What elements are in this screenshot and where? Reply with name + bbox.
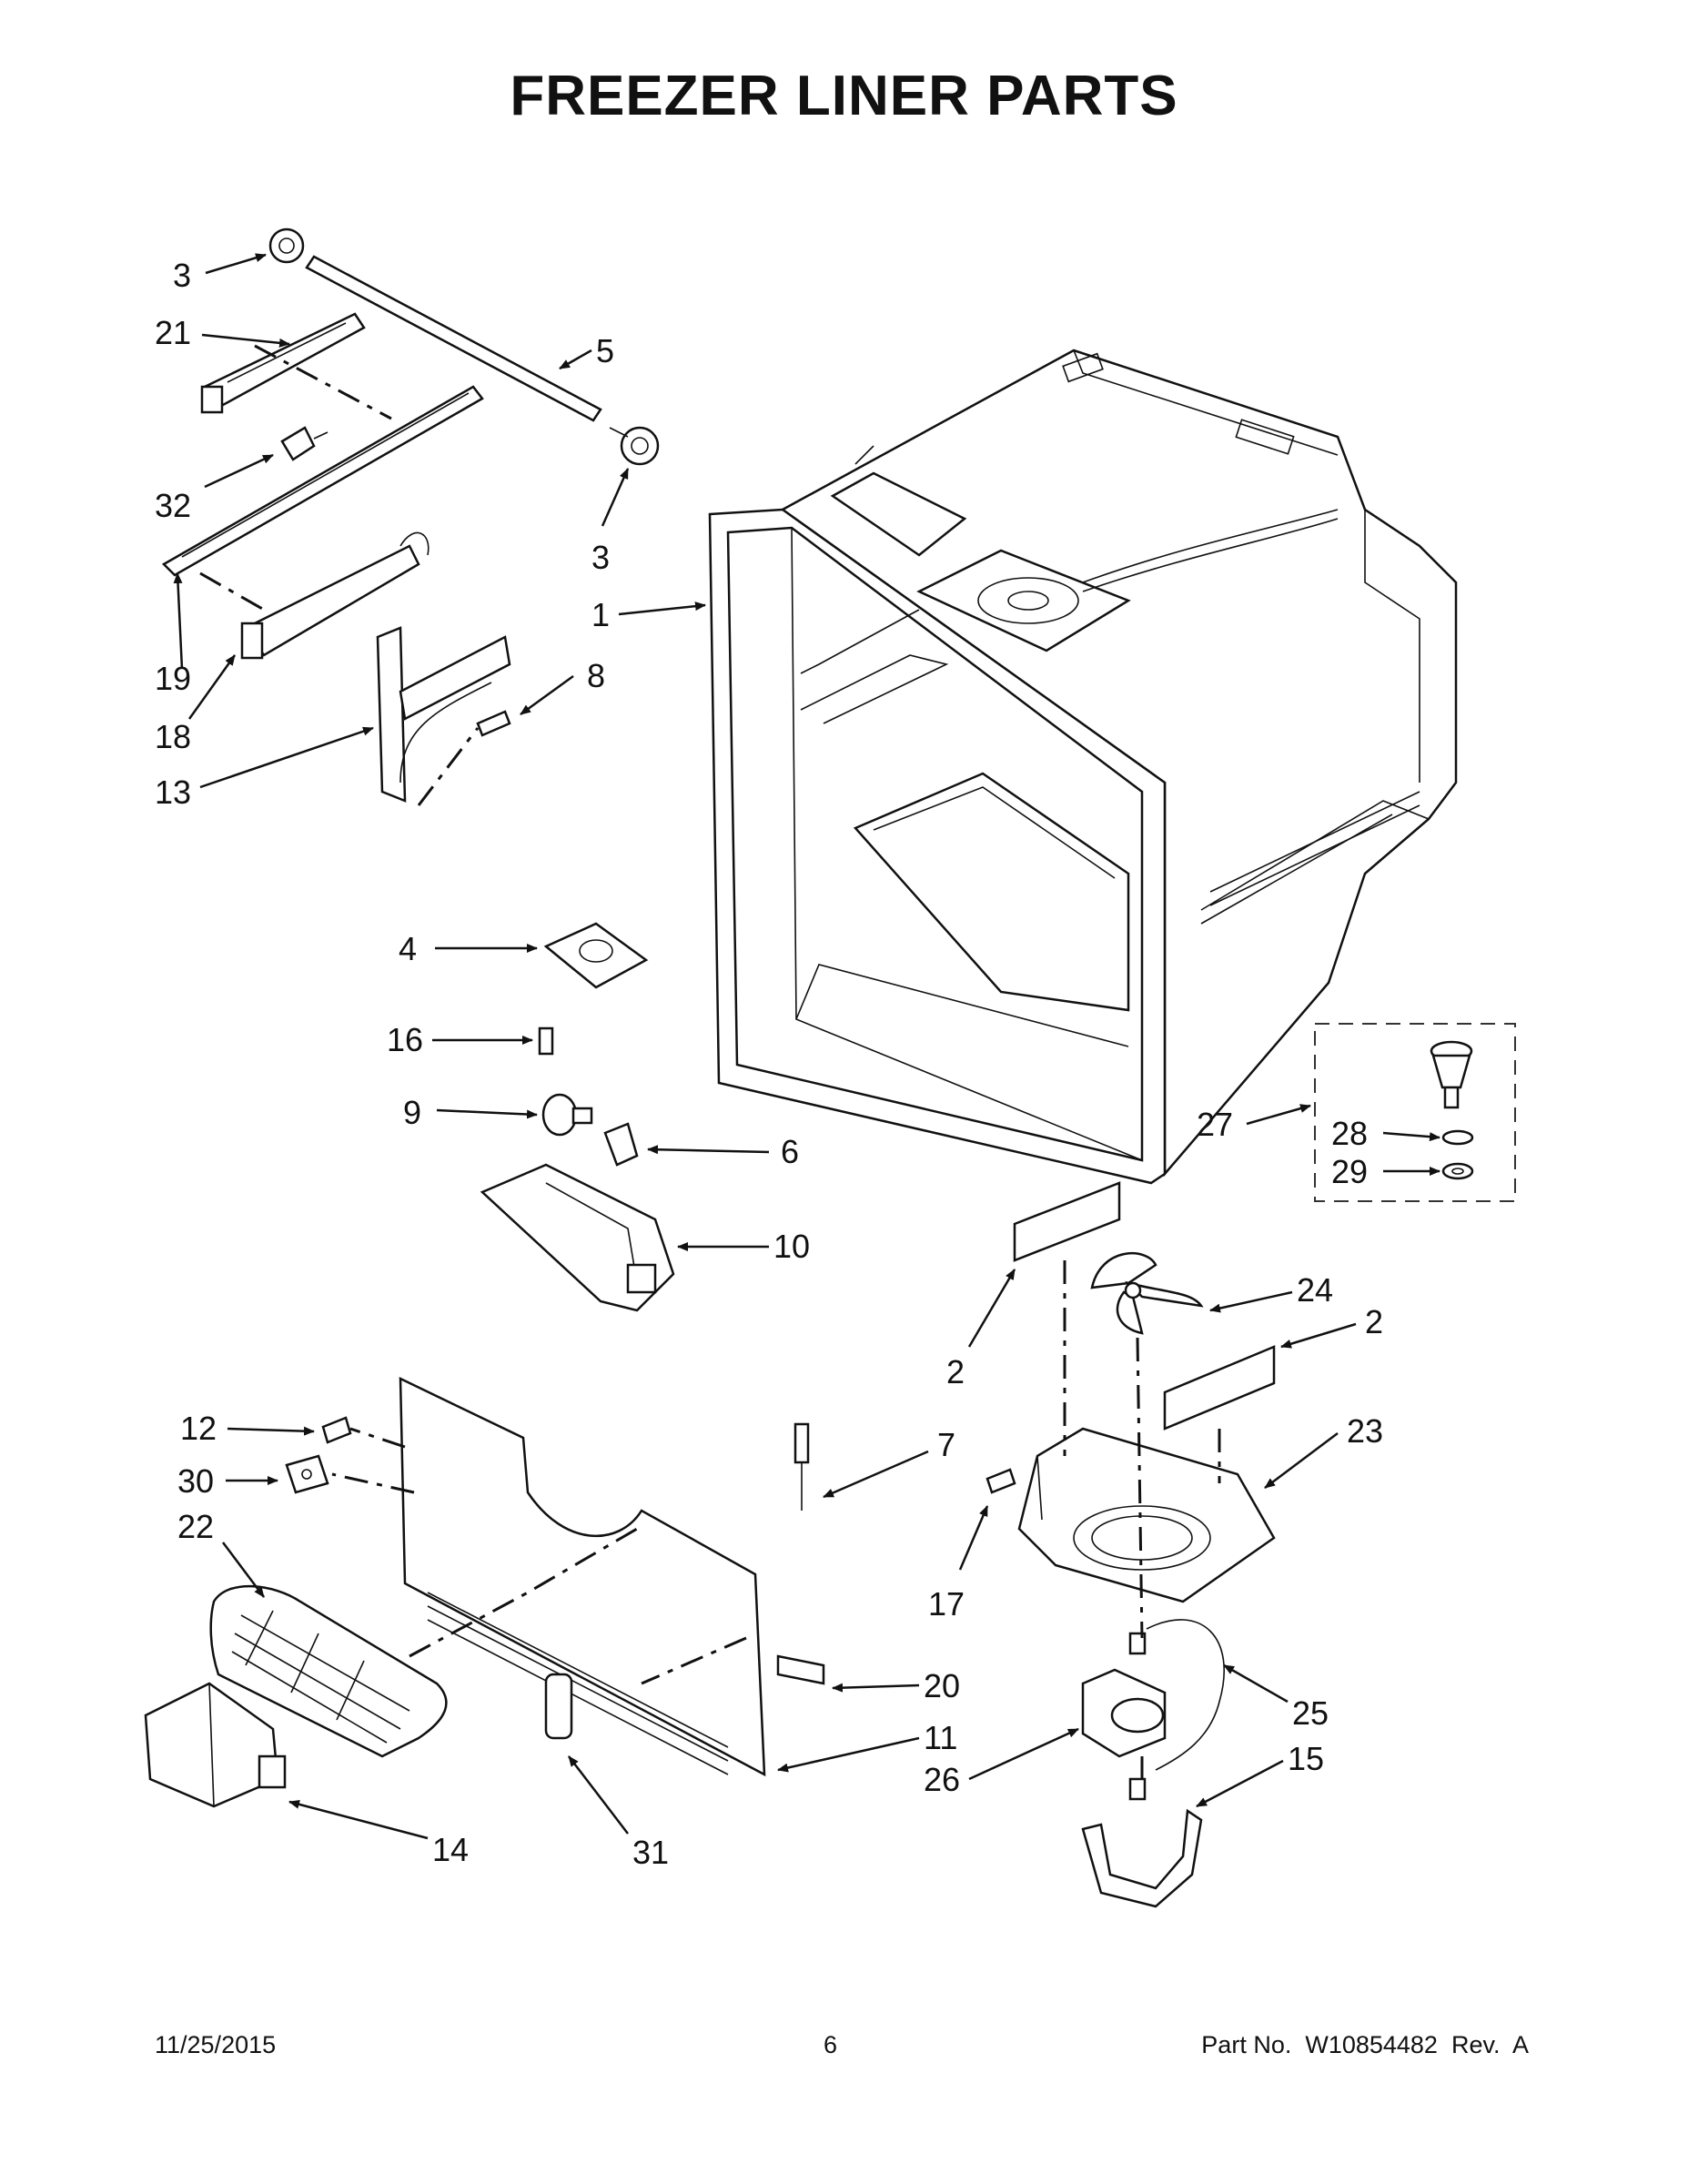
part-gear-3-top	[268, 228, 305, 264]
kit-box-27	[1314, 1023, 1516, 1202]
part-screw-17	[986, 1468, 1016, 1494]
callout-25: 25	[1292, 1694, 1329, 1732]
callout-13: 13	[155, 774, 191, 811]
callout-17: 17	[928, 1585, 965, 1623]
page-title: FREEZER LINER PARTS	[510, 65, 1178, 127]
part-slide-bracket-21	[200, 312, 366, 414]
part-screw-12	[321, 1416, 352, 1444]
callout-27: 27	[1197, 1106, 1233, 1143]
part-rail-19	[161, 385, 484, 577]
part-motor-bracket-15	[1081, 1777, 1203, 1908]
part-screw-8	[476, 710, 511, 737]
callout-30: 30	[177, 1462, 214, 1500]
callout-10: 10	[773, 1228, 810, 1265]
callout-1: 1	[591, 596, 610, 633]
part-fan-blade-24	[1090, 1252, 1204, 1335]
part-insulation-2-lower	[1163, 1345, 1276, 1431]
part-foam-strip-20	[776, 1654, 825, 1685]
callout-3-bottom: 3	[591, 539, 610, 576]
part-rail-cover-18	[240, 531, 430, 660]
callout-11: 11	[924, 1719, 957, 1756]
callout-15: 15	[1288, 1740, 1324, 1777]
part-bulb-9	[541, 1093, 593, 1137]
part-light-housing-10	[480, 1163, 675, 1312]
callout-19: 19	[155, 660, 191, 697]
part-freezer-liner	[708, 349, 1458, 1185]
part-rod-5	[305, 255, 602, 422]
callout-26: 26	[924, 1761, 960, 1798]
part-thermistor-16	[538, 1026, 554, 1056]
part-cover-14	[144, 1682, 287, 1808]
callout-16: 16	[387, 1021, 423, 1058]
callout-2-right: 2	[1365, 1303, 1383, 1340]
callout-31: 31	[632, 1834, 669, 1871]
part-bracket-30	[285, 1454, 329, 1494]
part-wire-harness-25	[1146, 1619, 1225, 1771]
part-socket-6	[603, 1122, 639, 1167]
callout-7: 7	[937, 1426, 955, 1463]
part-bracket-13	[376, 626, 511, 803]
callout-28: 28	[1331, 1115, 1368, 1152]
part-rear-panel-11	[399, 1376, 766, 1777]
callout-5: 5	[596, 332, 614, 369]
callout-2-left: 2	[946, 1353, 965, 1390]
callout-24: 24	[1297, 1271, 1333, 1309]
callout-8: 8	[587, 657, 605, 694]
footer-date: 11/25/2015	[155, 2031, 277, 2058]
callout-12: 12	[180, 1410, 217, 1447]
callout-6: 6	[781, 1133, 799, 1170]
callout-18: 18	[155, 718, 191, 755]
part-clip-31	[544, 1673, 573, 1740]
part-sensor-7	[793, 1422, 810, 1511]
footer-page-number: 6	[824, 2031, 838, 2058]
callout-14: 14	[432, 1831, 469, 1868]
part-switch-4	[543, 922, 649, 989]
callout-32: 32	[155, 487, 191, 524]
part-motor-26	[1081, 1632, 1167, 1758]
footer-part-number: Part No. W10854482 Rev. A	[1201, 2031, 1529, 2058]
part-gear-3-bottom	[609, 426, 660, 466]
callout-20: 20	[924, 1667, 960, 1704]
callout-23: 23	[1347, 1412, 1383, 1450]
part-screw-32	[280, 426, 329, 461]
part-washer-29	[1441, 1162, 1474, 1180]
callout-3-top: 3	[173, 257, 191, 294]
callout-9: 9	[403, 1094, 421, 1131]
callout-29: 29	[1331, 1153, 1368, 1190]
part-drain-fitting-27	[1430, 1040, 1473, 1109]
leader-lines	[173, 253, 1440, 1840]
callout-4: 4	[399, 930, 417, 967]
callout-22: 22	[177, 1508, 214, 1545]
part-insulation-2-upper	[1013, 1181, 1121, 1262]
part-fan-shroud-23	[1017, 1427, 1276, 1603]
part-gasket-28	[1441, 1129, 1474, 1146]
part-grille-22	[209, 1584, 448, 1758]
callout-21: 21	[155, 314, 191, 351]
